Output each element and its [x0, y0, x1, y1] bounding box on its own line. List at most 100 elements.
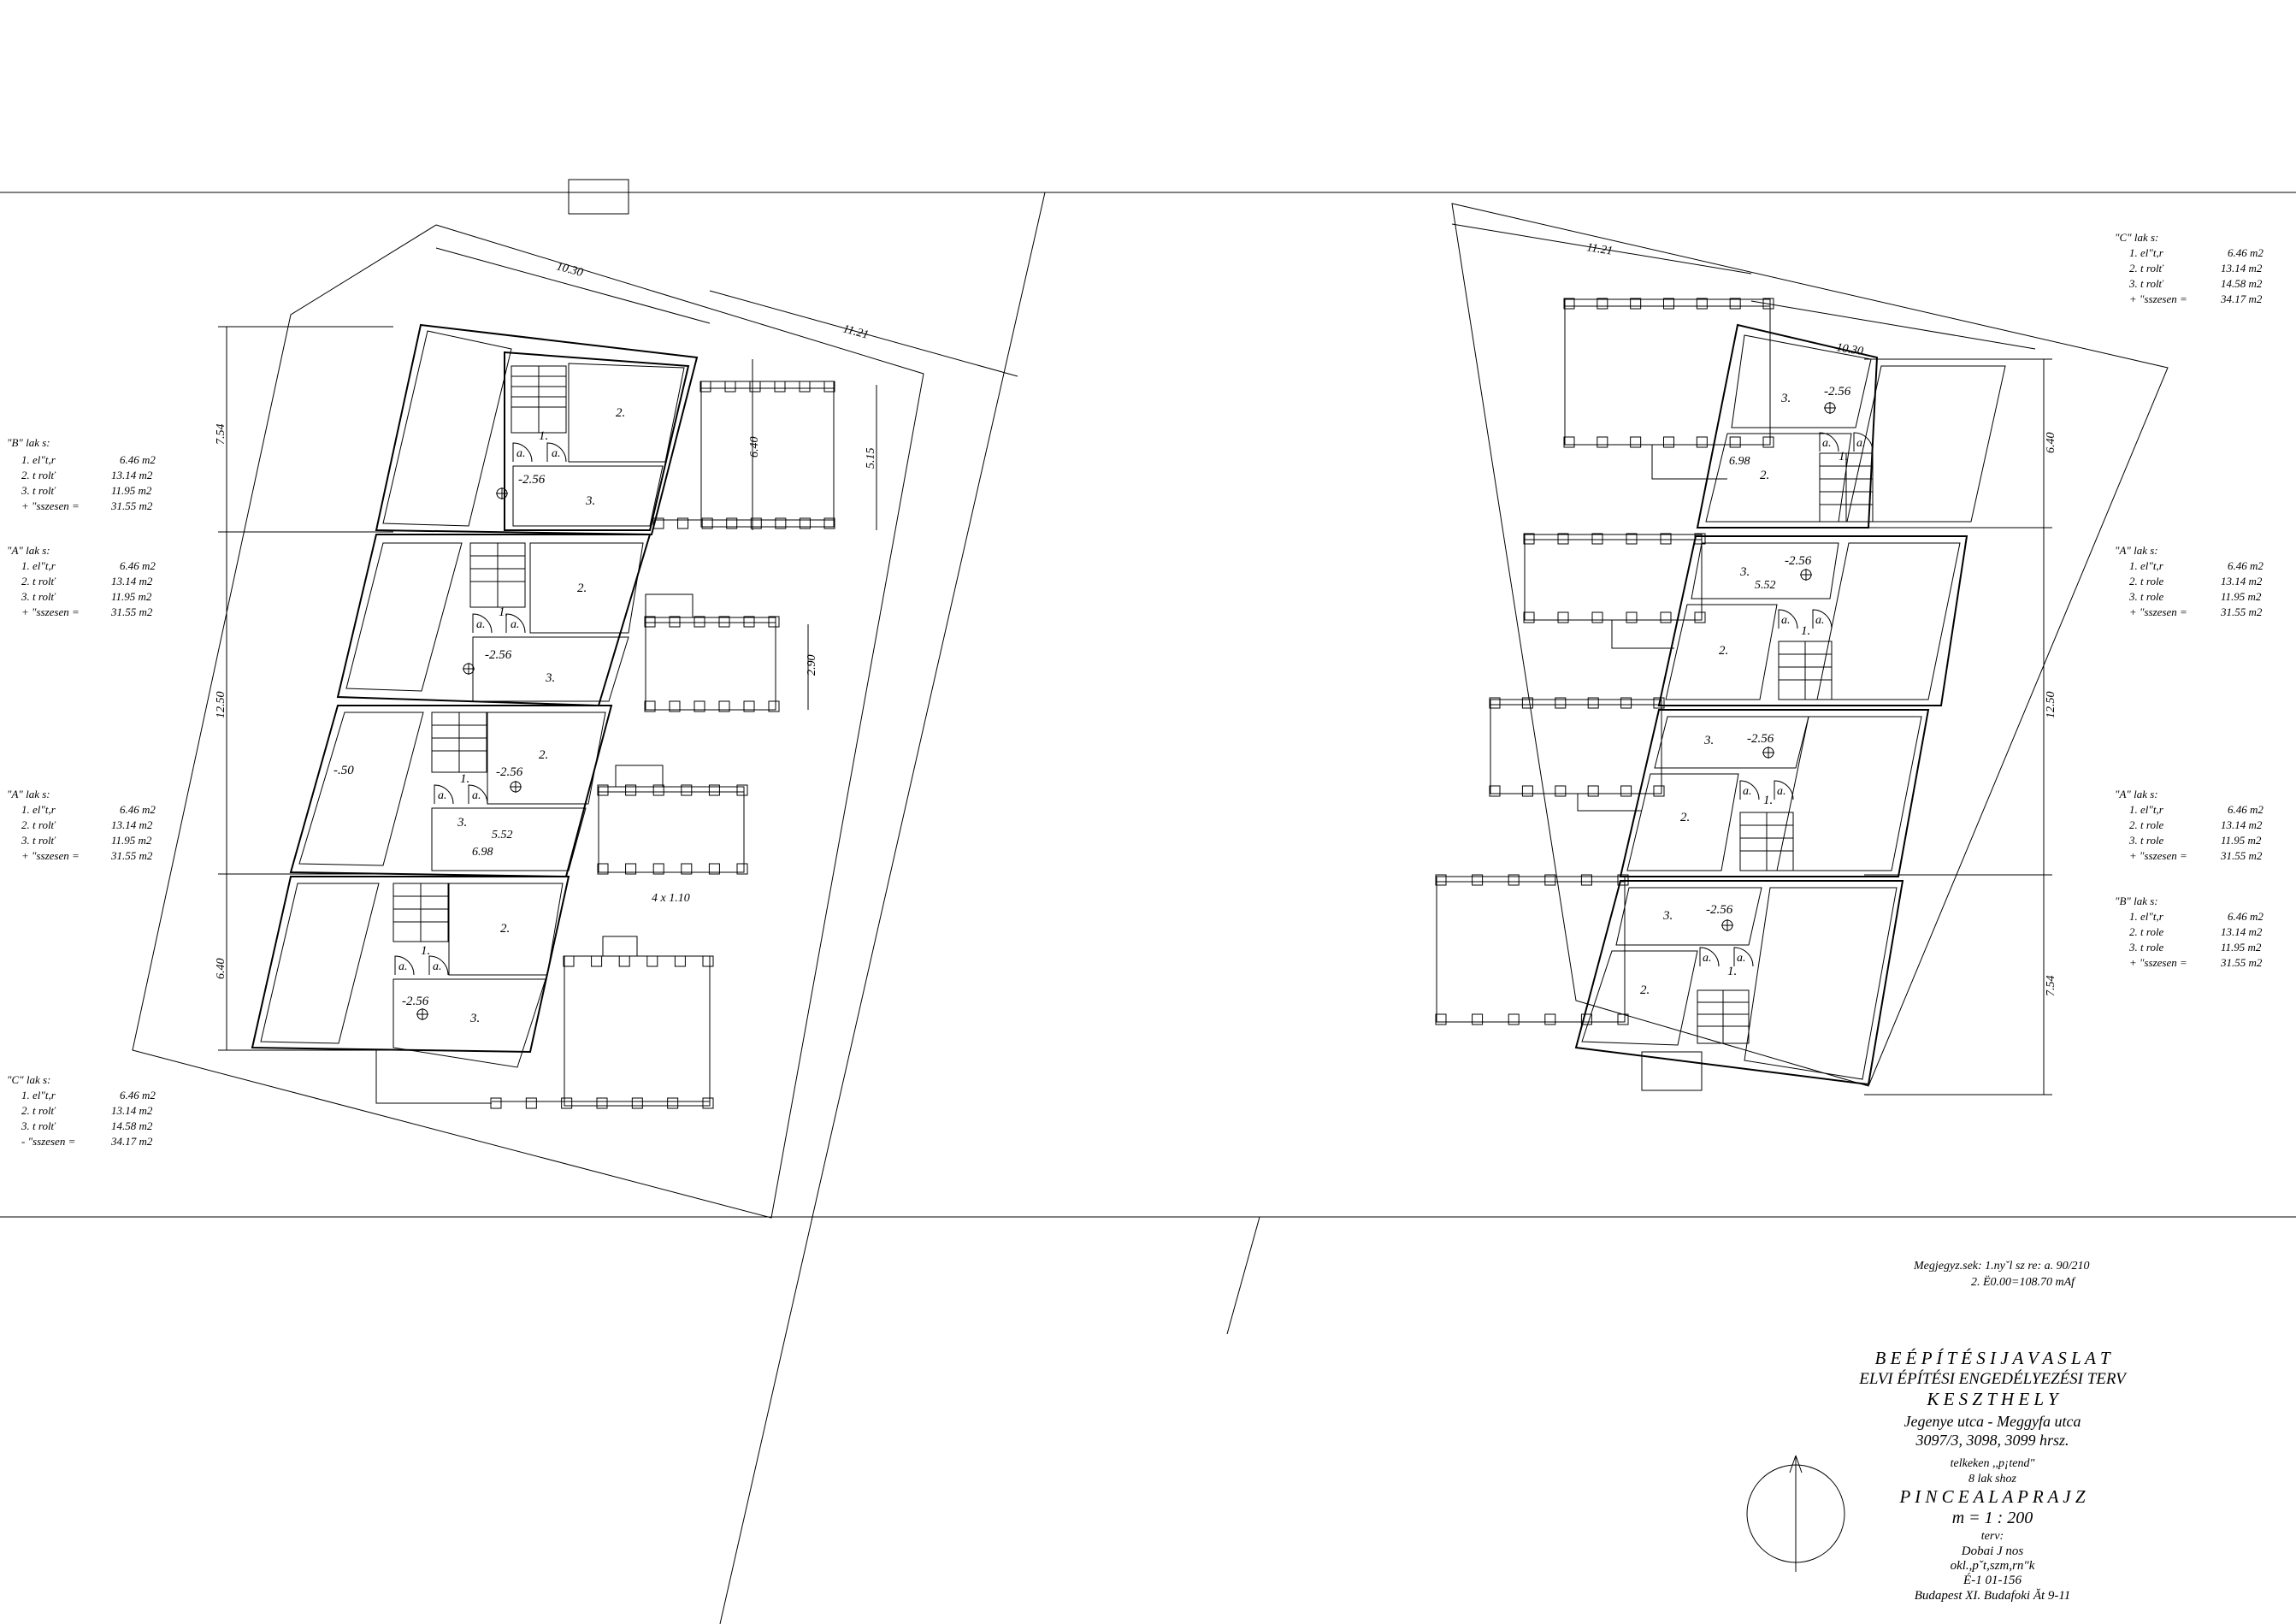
door-label: a. [1781, 614, 1791, 627]
door-label: a. [1822, 437, 1832, 450]
level-label: -2.56 [1824, 385, 1851, 399]
pergola-post [674, 955, 686, 967]
pergola-post [561, 1097, 573, 1109]
pergola-post [799, 517, 811, 529]
stair-left-4 [393, 883, 449, 942]
legend-left-1-r1b: 13.14 m2 [111, 575, 153, 588]
title-block: B E É P Í T É S I J A V A S L A T ELVI É… [1858, 1348, 2128, 1603]
pergola-post [1663, 436, 1674, 448]
pergola-post [631, 1097, 643, 1109]
title-line-13: É-1 01-156 [1963, 1573, 2022, 1587]
site-outline-right [1451, 203, 2169, 1087]
pergola-post [1620, 785, 1632, 797]
room-label: 2. [1680, 811, 1690, 824]
pergola-post [743, 700, 755, 712]
legend-right-0-r1a: 2. t rolť [2129, 262, 2164, 275]
pergola-post [718, 616, 730, 628]
room-label: 3. [585, 494, 595, 508]
legend-left-0-r1b: 13.14 m2 [111, 469, 153, 481]
legend-right-1-r3a: + "sszesen = [2129, 605, 2187, 618]
legend-right-2-r3b: 31.55 m2 [2220, 849, 2263, 862]
door-label: a. [1703, 952, 1712, 965]
pergola-post [699, 381, 711, 393]
pergola-post [677, 517, 689, 529]
pergola-post [774, 381, 786, 393]
pergola-post [702, 1097, 714, 1109]
title-line-9: m = 1 : 200 [1952, 1509, 2033, 1527]
legend-left-3-title: "C" lak s: [7, 1073, 50, 1086]
building-right [1574, 323, 2006, 1091]
legend-right-0-r0b: 6.46 m2 [2228, 246, 2264, 259]
room-label: 2. [500, 922, 510, 936]
stair-right-2 [1778, 641, 1833, 700]
legend-right-1-r2a: 3. t role [2128, 590, 2164, 603]
pergola-post [596, 1097, 608, 1109]
legend-right-3-r0a: 1. el"t,r [2129, 910, 2164, 923]
legend-right-3-r1b: 13.14 m2 [2221, 925, 2263, 938]
room-label: 3. [1703, 734, 1714, 747]
legend-right-0-r1b: 13.14 m2 [2221, 262, 2263, 275]
legend-left-3-r1b: 13.14 m2 [111, 1104, 153, 1117]
pergola-post [1597, 436, 1608, 448]
legend-left-3-r3b: 34.17 m2 [110, 1135, 153, 1148]
legend-left-2-title: "A" lak s: [7, 788, 50, 800]
dim-pergola: 4 x 1.10 [652, 892, 690, 905]
pergola-post [736, 784, 748, 796]
pergola-post [669, 616, 681, 628]
pergola-post [1653, 697, 1665, 709]
door-label: a. [1777, 785, 1786, 798]
door-label: a. [1737, 952, 1746, 965]
legend-right-1-r3b: 31.55 m2 [2220, 605, 2263, 618]
title-line-14: Budapest XI. Budafoki Ăt 9-11 [1915, 1588, 2071, 1603]
title-line-1: B E É P Í T É S I J A V A S L A T [1875, 1348, 2111, 1368]
level-label: -2.56 [485, 648, 512, 662]
pergola-post [1544, 874, 1556, 886]
pergola-post [1489, 785, 1501, 797]
pergola-post [736, 863, 748, 875]
legend-left-2-r2a: 3. t rolť [21, 834, 56, 847]
pergola-post [1508, 874, 1520, 886]
room-label: 1. [539, 429, 548, 443]
pergola-post [1660, 611, 1672, 623]
pergola-post [1555, 697, 1567, 709]
pergola-post [701, 517, 713, 529]
door-label: a. [1815, 614, 1825, 627]
legend-left-0-r0a: 1. el"t,r [21, 453, 56, 466]
legend-left-1-title: "A" lak s: [7, 544, 50, 557]
pergola-post [1523, 533, 1535, 545]
legend-right-1-r0b: 6.46 m2 [2228, 559, 2264, 572]
pergola-post [823, 517, 835, 529]
pergola-post [1597, 298, 1608, 310]
room-label: 2. [539, 748, 548, 762]
legend-right-0-r2a: 3. t rolť [2128, 277, 2164, 290]
door-label: a. [472, 789, 481, 802]
pergola-post [644, 700, 656, 712]
pergola-post [750, 517, 762, 529]
legend-right-0-r2b: 14.58 m2 [2221, 277, 2263, 290]
dim-side-bottom: 6.40 [215, 959, 227, 980]
pergola-post [1580, 1013, 1592, 1025]
notes: Megjegyz.sek: 1.nyˇl sz re: a. 90/210 2.… [1913, 1260, 2090, 1289]
stair-right-3 [1739, 812, 1794, 871]
pergola-post [708, 784, 720, 796]
pergola-post [702, 955, 714, 967]
pergola-post [1630, 436, 1642, 448]
room-label: 2. [1640, 983, 1650, 997]
legend-right-0-title: "C" lak s: [2115, 231, 2158, 244]
door-labels: a. a. a. a. a. a. a. a. a. a. a. a. a. a… [398, 437, 1866, 973]
stair-right-1 [1819, 452, 1874, 523]
stair-left-3 [431, 712, 487, 773]
pergola-post [591, 955, 603, 967]
pergola-post [1694, 533, 1706, 545]
dim-terrace1a: 6.40 [748, 437, 761, 458]
pergola-post [694, 616, 705, 628]
room-label: 1. [460, 772, 469, 786]
title-line-3: K E S Z T H E L Y [1926, 1389, 2060, 1409]
pergola-post [597, 784, 609, 796]
pergola-post [652, 784, 664, 796]
room-label: 1. [421, 944, 430, 958]
pergola-post [799, 381, 811, 393]
pergola-post [1472, 874, 1484, 886]
pergola-post [1762, 436, 1774, 448]
pergola-post [681, 784, 693, 796]
